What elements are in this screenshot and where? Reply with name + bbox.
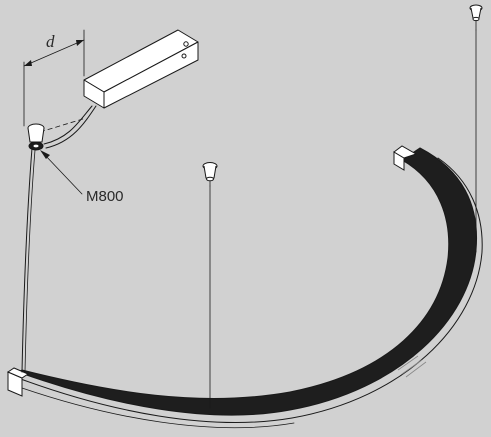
driver-box-icon [83,29,199,109]
arrow-icon [40,150,83,195]
dimension-label: d [46,32,55,51]
cable-right [469,4,483,253]
power-cable [21,105,97,373]
dimension-d [23,29,85,127]
part-label: M800 [86,188,124,205]
cable-center [202,162,218,409]
ceiling-canopy-icon [202,162,218,187]
m800-canopy [27,123,45,151]
led-ring-profile [6,145,483,429]
ceiling-canopy-icon [469,4,483,31]
